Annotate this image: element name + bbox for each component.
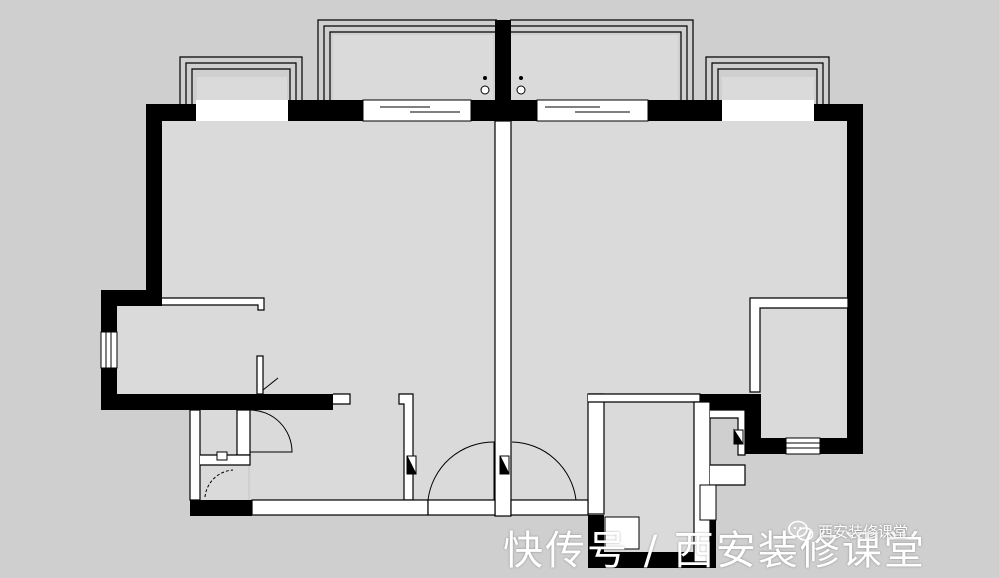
window-top-right xyxy=(536,99,649,122)
wall-top-left-b xyxy=(288,100,363,121)
balcony-railings xyxy=(179,19,830,104)
partitions xyxy=(162,120,849,563)
divider-stub-top xyxy=(495,20,511,101)
floor-areas xyxy=(117,35,848,555)
walls xyxy=(101,20,863,568)
windows xyxy=(100,99,821,521)
wall-right-bottom-a xyxy=(760,438,786,454)
doors xyxy=(204,377,577,501)
wall-top-right-a xyxy=(648,100,722,121)
entry-door-right xyxy=(511,441,577,501)
watermark-badge-label: 西安装修课堂 xyxy=(818,522,909,541)
right-side-room-floor xyxy=(760,305,848,440)
wall-left-outer-a xyxy=(101,290,117,332)
balcony-right-floor xyxy=(510,35,678,100)
window-top-left xyxy=(362,99,472,122)
left-side-room-floor xyxy=(117,305,267,395)
window-bay-right xyxy=(722,100,814,121)
watermark-badge: 西安装修课堂 xyxy=(788,520,908,542)
wall-left xyxy=(146,104,162,304)
wall-bottom-right-b xyxy=(588,552,716,568)
shower-door xyxy=(204,469,234,498)
bath-door-left xyxy=(249,409,293,453)
wall-right-bottom-b xyxy=(820,438,863,454)
meter-boxes xyxy=(216,428,744,550)
left-entry-floor xyxy=(250,405,495,505)
wechat-icon xyxy=(788,520,814,541)
entry-door-left xyxy=(427,441,495,501)
balcony-left-floor xyxy=(333,35,493,100)
wall-top-center xyxy=(471,100,537,121)
window-bath-right xyxy=(699,484,717,521)
window-right-bottom xyxy=(785,437,821,455)
wall-left-bottom xyxy=(101,394,333,410)
window-bay-left xyxy=(196,100,288,121)
wall-right xyxy=(847,104,863,454)
right-entry-floor xyxy=(510,405,598,505)
balcony-door-handles xyxy=(480,76,526,95)
window-left-side xyxy=(100,331,118,369)
wall-right-notch xyxy=(696,394,761,410)
watermark-main: 快传号 / 西安装修课堂 xyxy=(503,528,926,574)
wall-bottom-left-a xyxy=(190,500,252,516)
